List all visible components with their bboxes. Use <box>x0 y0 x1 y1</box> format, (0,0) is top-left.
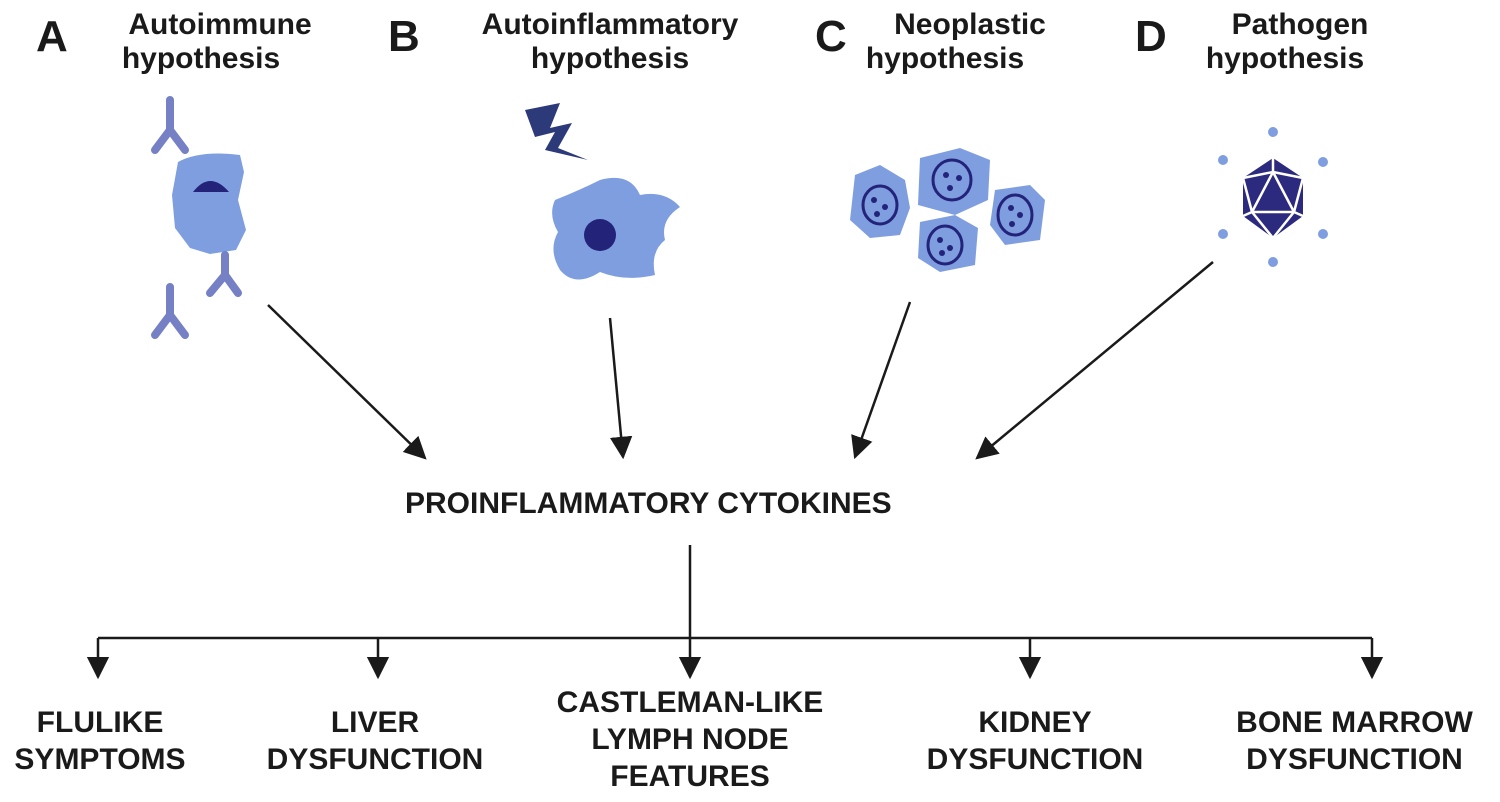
arrow-a-to-cytokines <box>267 304 427 460</box>
label-letter-c: C <box>815 12 847 61</box>
lightning-bolt-icon <box>525 103 588 160</box>
title-line-1: Autoimmune <box>128 8 312 41</box>
antibody-icon <box>151 96 189 154</box>
label-letter-d: D <box>1135 12 1167 61</box>
proinflammatory-cytokines-label: PROINFLAMMATORY CYTOKINES <box>405 487 892 520</box>
activated-cell-icon <box>552 177 680 280</box>
autoimmune-cell-icon <box>172 153 246 254</box>
arrow-d-to-cytokines <box>975 261 1214 460</box>
title-line-1: Neoplastic <box>894 8 1046 41</box>
title-line-1: Pathogen <box>1231 8 1369 41</box>
outcome-flulike-symptoms: FLULIKE SYMPTOMS <box>5 704 195 778</box>
title-line-2: hypothesis <box>865 42 1025 75</box>
title-line-2: hypothesis <box>530 42 690 75</box>
pathogen-hypothesis-title: Pathogen hypothesis <box>1170 8 1400 76</box>
virus-icon <box>1218 127 1328 267</box>
outcome-line-2: DYSFUNCTION <box>266 743 484 776</box>
outcome-kidney-dysfunction: KIDNEY DYSFUNCTION <box>905 704 1165 778</box>
label-letter-a: A <box>36 12 68 61</box>
neoplastic-hypothesis-title: Neoplastic hypothesis <box>850 8 1070 76</box>
outcome-liver-dysfunction: LIVER DYSFUNCTION <box>245 704 505 778</box>
outcome-bone-marrow-dysfunction: BONE MARROW DYSFUNCTION <box>1212 704 1497 778</box>
label-letter-b: B <box>388 12 420 61</box>
autoimmune-hypothesis-title: Autoimmune hypothesis <box>90 8 350 76</box>
title-line-2: hypothesis <box>121 42 281 75</box>
outcome-line-1: CASTLEMAN-LIKE <box>556 686 824 719</box>
title-line-2: hypothesis <box>1205 42 1365 75</box>
outcome-line-2: SYMPTOMS <box>14 743 186 776</box>
outcome-line-1: LIVER <box>330 706 420 739</box>
outcome-line-2: LYMPH NODE <box>591 723 789 756</box>
outcome-line-2: DYSFUNCTION <box>1246 743 1463 776</box>
antibody-icon <box>206 251 242 297</box>
title-line-1: Autoinflammatory <box>481 8 739 41</box>
outcome-castleman-like-features: CASTLEMAN-LIKE LYMPH NODE FEATURES <box>530 684 850 795</box>
outcome-line-1: BONE MARROW <box>1236 706 1473 739</box>
autoinflammatory-hypothesis-title: Autoinflammatory hypothesis <box>440 8 780 76</box>
outcome-line-1: KIDNEY <box>978 706 1092 739</box>
outcome-line-2: DYSFUNCTION <box>926 743 1144 776</box>
outcome-line-3: FEATURES <box>610 760 770 793</box>
outcome-line-1: FLULIKE <box>36 706 164 739</box>
neoplastic-cells-icon <box>850 148 1045 272</box>
arrow-b-to-cytokines <box>608 317 633 460</box>
arrow-c-to-cytokines <box>851 301 912 460</box>
antibody-icon <box>151 283 189 339</box>
